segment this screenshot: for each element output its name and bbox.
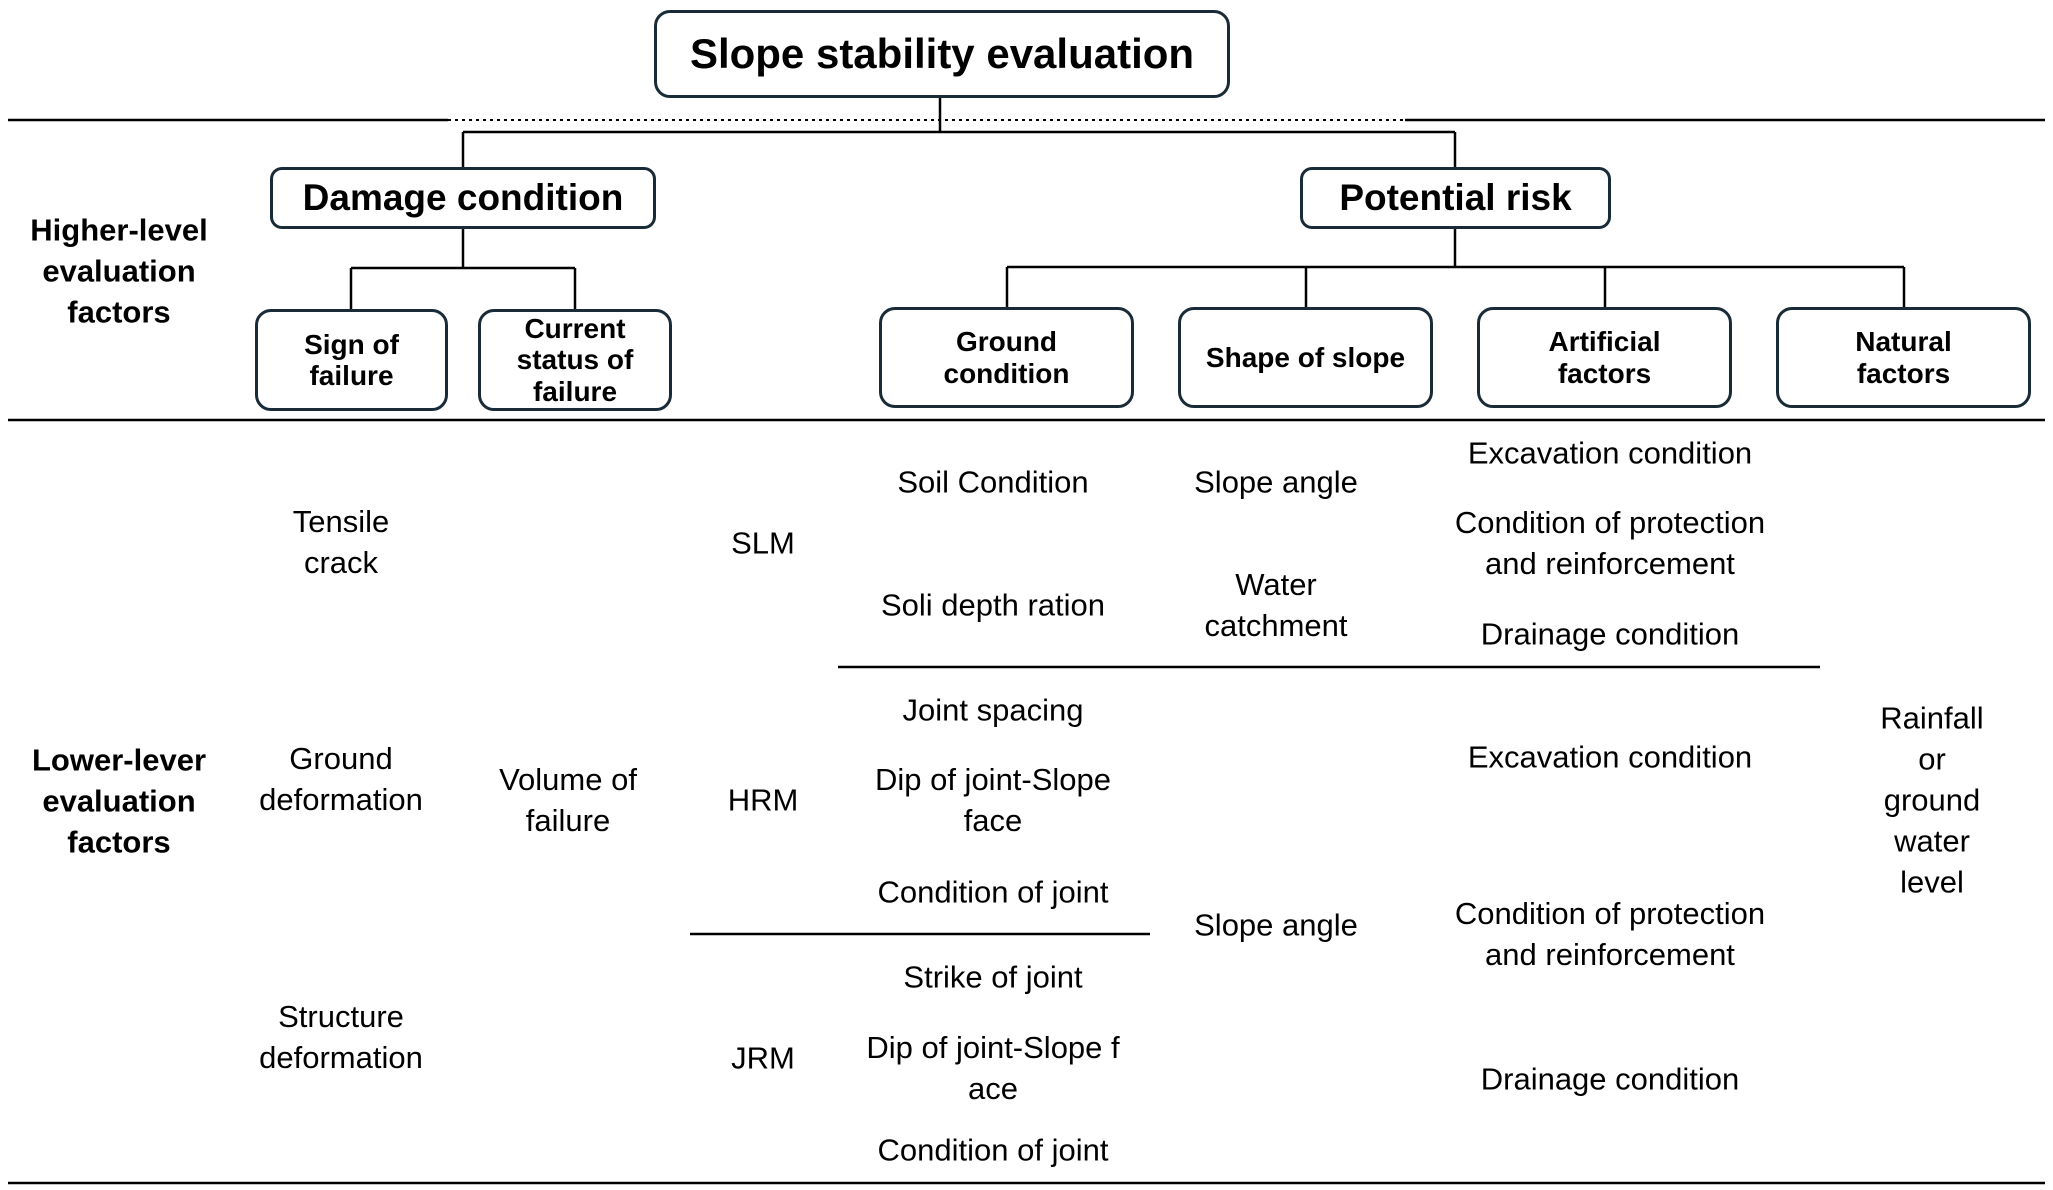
current-status-node: Current status of failure xyxy=(478,309,672,411)
jrm-joint-condition-label: Condition of joint xyxy=(877,1132,1109,1168)
hrm-joint-condition-label: Condition of joint xyxy=(877,874,1109,910)
artificial-factors-node: Artificial factors xyxy=(1477,307,1732,408)
slm-excavation-label: Excavation condition xyxy=(1467,435,1753,471)
hrm-dip-label: Dip of joint-Slope face xyxy=(874,762,1112,838)
rock-excavation-label: Excavation condition xyxy=(1467,739,1753,775)
strike-of-joint-label: Strike of joint xyxy=(903,959,1083,995)
ground-deformation-label: Ground deformation xyxy=(259,741,423,817)
jrm-label: JRM xyxy=(731,1040,795,1076)
slm-slope-angle-label: Slope angle xyxy=(1194,464,1358,500)
slm-protection-label: Condition of protection and reinforcemen… xyxy=(1454,505,1766,581)
joint-spacing-label: Joint spacing xyxy=(902,692,1084,728)
potential-risk-node: Potential risk xyxy=(1300,167,1611,229)
ground-condition-node: Ground condition xyxy=(879,307,1134,408)
soil-depth-ratio-label: Soli depth ration xyxy=(880,587,1106,623)
jrm-dip-label: Dip of joint-Slope f ace xyxy=(866,1030,1120,1106)
shape-of-slope-node: Shape of slope xyxy=(1178,307,1433,408)
rock-drainage-label: Drainage condition xyxy=(1480,1061,1740,1097)
rock-slope-angle-label: Slope angle xyxy=(1194,907,1358,943)
higher-level-label: Higher-level evaluation factors xyxy=(30,212,208,330)
sign-of-failure-node: Sign of failure xyxy=(255,309,448,411)
natural-factors-node: Natural factors xyxy=(1776,307,2031,408)
tensile-crack-label: Tensile crack xyxy=(292,504,390,580)
hrm-label: HRM xyxy=(727,782,799,818)
water-catchment-label: Water catchment xyxy=(1204,567,1348,643)
slm-label: SLM xyxy=(731,525,795,561)
rock-protection-label: Condition of protection and reinforcemen… xyxy=(1454,896,1766,972)
rainfall-label: Rainfall or ground water level xyxy=(1880,700,1984,900)
damage-condition-node: Damage condition xyxy=(270,167,656,229)
slm-drainage-label: Drainage condition xyxy=(1480,616,1740,652)
volume-of-failure-label: Volume of failure xyxy=(499,762,637,838)
soil-condition-label: Soil Condition xyxy=(897,464,1089,500)
root-node: Slope stability evaluation xyxy=(654,10,1230,98)
structure-deformation-label: Structure deformation xyxy=(259,999,423,1075)
lower-level-label: Lower-lever evaluation factors xyxy=(31,742,207,860)
